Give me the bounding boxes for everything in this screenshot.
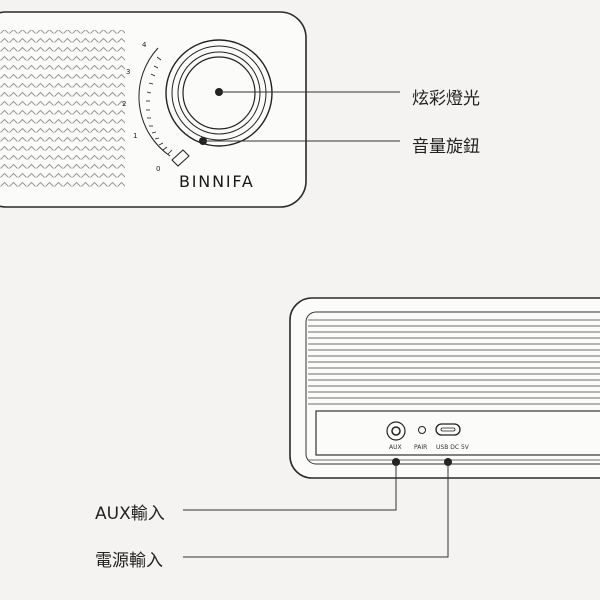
scale-label-0: 0 — [156, 165, 160, 173]
scale-label-2: 2 — [122, 100, 126, 108]
rear-vent-fins — [305, 311, 600, 465]
usb-port-label: USB DC 5V — [436, 444, 470, 451]
callout-light: 炫彩燈光 — [412, 89, 480, 109]
volume-scale-arc — [138, 47, 171, 157]
speaker-grille — [0, 30, 125, 188]
callout-aux-input: AUX輸入 — [95, 504, 165, 524]
callout-volume: 音量旋鈕 — [412, 137, 480, 157]
scale-label-3: 3 — [126, 68, 130, 76]
front-speaker: 0 1 2 3 4 BINNIFA — [0, 11, 307, 208]
aux-port-label: AUX — [389, 444, 402, 451]
callout-power-input: 電源輸入 — [95, 551, 163, 571]
usb-c-port — [435, 423, 461, 436]
aux-leader-line — [183, 462, 397, 511]
scale-label-4: 4 — [142, 41, 147, 49]
volume-knob — [165, 39, 273, 147]
power-leader-line — [183, 462, 449, 558]
brand-logo-text: BINNIFA — [179, 172, 255, 191]
knob-pointer — [171, 149, 190, 167]
aux-jack-hole — [391, 426, 401, 436]
back-speaker: AUX PAIR USB DC 5V — [289, 297, 600, 479]
pair-port-label: PAIR — [414, 444, 427, 451]
volume-scale-ticks — [146, 56, 173, 155]
scale-label-1: 1 — [133, 132, 137, 140]
pair-button — [418, 426, 426, 434]
